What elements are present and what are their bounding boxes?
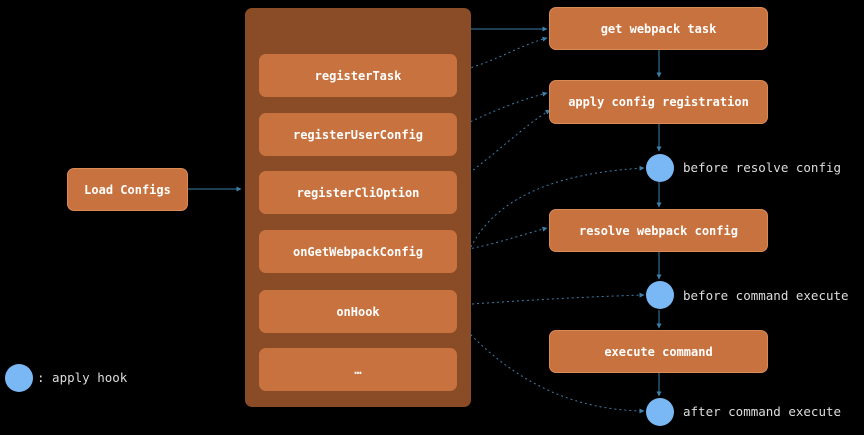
hook-before-command-execute (646, 281, 674, 309)
execute-command-box: execute command (549, 330, 768, 373)
load-configs-box: Load Configs (67, 168, 188, 211)
api-item-ellipsis: … (259, 348, 457, 391)
legend-label: : apply hook (37, 370, 128, 385)
get-webpack-task-box: get webpack task (549, 7, 768, 50)
label-after-command-execute: after command execute (683, 404, 842, 419)
api-item-on-hook: onHook (259, 290, 457, 333)
label-before-resolve-config: before resolve config (683, 160, 842, 175)
api-item-register-cli-option: registerCliOption (259, 171, 457, 214)
dash-onHook-to-hook2 (456, 292, 645, 306)
api-item-register-task: registerTask (259, 54, 457, 97)
label-before-command-execute: before command execute (683, 288, 849, 303)
dash-registerCliOption-to-apply (456, 109, 551, 183)
apply-config-registration-box: apply config registration (549, 80, 768, 124)
api-item-on-get-webpack-config: onGetWebpackConfig (259, 230, 457, 273)
legend-hook-icon (5, 364, 33, 392)
api-item-register-user-config: registerUserConfig (259, 113, 457, 156)
hook-before-resolve-config (646, 154, 674, 182)
hook-after-command-execute (646, 398, 674, 426)
resolve-webpack-config-box: resolve webpack config (549, 209, 768, 252)
plugin-api-container: registerTask registerUserConfig register… (245, 8, 471, 407)
